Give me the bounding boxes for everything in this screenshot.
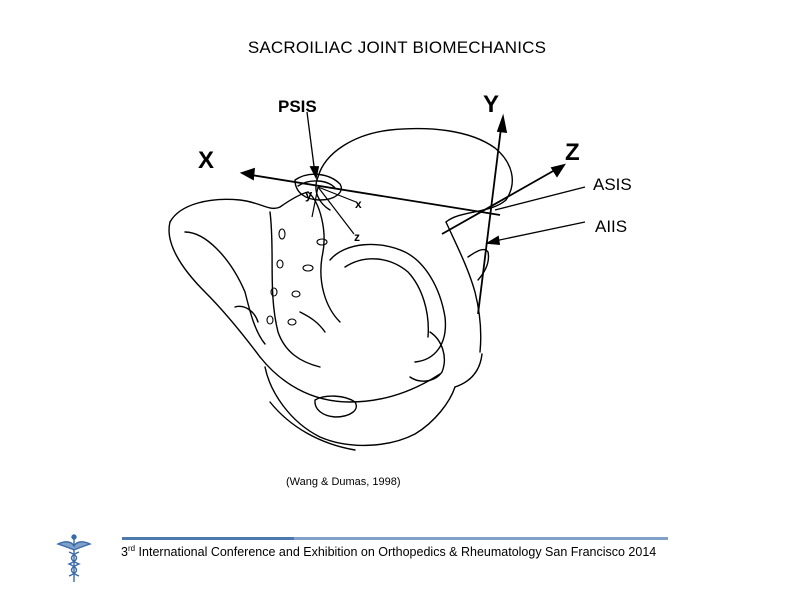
footer-ordinal-suffix: rd	[127, 544, 136, 553]
ilium-outline	[317, 127, 513, 223]
footer-conference-text: International Conference and Exhibition …	[135, 545, 657, 560]
foramen	[302, 264, 314, 272]
ischium	[264, 366, 456, 447]
aiis-pointer	[489, 221, 586, 243]
acetabulum	[409, 331, 446, 382]
right-lower	[454, 353, 483, 388]
footer-conference: 3rd International Conference and Exhibit…	[121, 544, 656, 559]
right-ilium	[445, 221, 482, 353]
figure-caption: (Wang & Dumas, 1998)	[286, 476, 401, 488]
slide-title: SACROILIAC JOINT BIOMECHANICS	[247, 38, 547, 57]
left-wing-inner	[184, 231, 266, 345]
foramen	[276, 259, 284, 269]
foramen	[316, 238, 328, 246]
obturator-foramen	[314, 395, 357, 418]
x-axis-line	[244, 173, 501, 216]
foramen	[278, 228, 286, 240]
pelvic-inlet	[329, 243, 447, 363]
y-axis-label: Y	[483, 91, 499, 118]
footer-divider	[122, 537, 668, 540]
z-axis-arrow	[550, 163, 566, 178]
sacral-curve	[299, 311, 326, 333]
left-wing	[169, 191, 309, 223]
local-y-label: y	[305, 187, 313, 202]
foramen	[266, 315, 274, 325]
pelvic-inlet-inner	[344, 258, 430, 338]
sacrum-outline	[269, 211, 321, 368]
bottom-curve	[269, 401, 356, 451]
joint-outline-2	[297, 180, 336, 189]
local-x-axis	[317, 186, 357, 203]
local-y-axis	[311, 186, 319, 218]
pelvis-diagram: PSIS Y X Z ASIS AIIS y x z	[150, 82, 650, 467]
x-axis-arrow	[239, 167, 256, 181]
foramen	[291, 290, 301, 298]
foramen	[270, 287, 278, 297]
local-z-label: z	[354, 230, 360, 244]
pubic-ramus	[259, 356, 441, 403]
z-axis-line	[441, 165, 563, 235]
x-axis-label: X	[198, 147, 214, 174]
aiis-pointer-arrow	[485, 235, 501, 245]
wing-notch	[234, 305, 259, 323]
left-wing-lower	[168, 221, 261, 358]
local-x-label: x	[355, 197, 362, 211]
pelvis-diagram-svg: PSIS Y X Z ASIS AIIS y x z	[168, 91, 632, 451]
psis-pointer-arrow	[309, 166, 320, 180]
sacrum-edge	[307, 191, 341, 323]
z-axis-label: Z	[565, 139, 580, 166]
caduceus-icon	[56, 534, 92, 582]
y-axis-arrow	[496, 113, 508, 134]
aiis-label: AIIS	[595, 217, 627, 236]
psis-label: PSIS	[278, 97, 317, 116]
local-z-axis	[317, 186, 355, 235]
asis-pointer	[494, 186, 586, 211]
psis-pointer	[306, 111, 316, 175]
asis-label: ASIS	[593, 175, 632, 194]
caduceus-logo	[38, 528, 98, 584]
y-axis-line	[477, 119, 503, 315]
footer-ordinal: 3	[121, 545, 128, 560]
foramen	[287, 318, 297, 326]
footer-divider-accent	[122, 537, 294, 540]
